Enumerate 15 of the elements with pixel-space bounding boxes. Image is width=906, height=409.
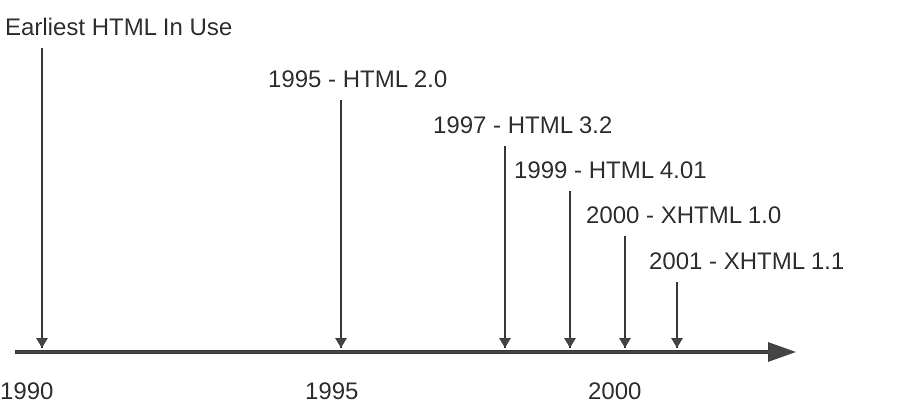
milestone-label: 1999 - HTML 4.01	[514, 159, 707, 183]
arrow	[619, 236, 631, 348]
arrow	[564, 191, 576, 348]
year-label: 2000	[588, 380, 642, 404]
milestone-label: 1997 - HTML 3.2	[433, 114, 612, 138]
arrow	[335, 100, 347, 348]
year-label: 1990	[0, 380, 54, 404]
milestone-label: 1995 - HTML 2.0	[268, 68, 448, 92]
milestone-label: Earliest HTML In Use	[5, 16, 232, 40]
arrow	[36, 48, 48, 348]
milestone-label: 2001 - XHTML 1.1	[649, 250, 844, 274]
milestone-label: 2000 - XHTML 1.0	[586, 204, 782, 228]
arrow	[499, 146, 511, 348]
arrow	[671, 282, 683, 348]
year-label: 1995	[305, 380, 358, 404]
